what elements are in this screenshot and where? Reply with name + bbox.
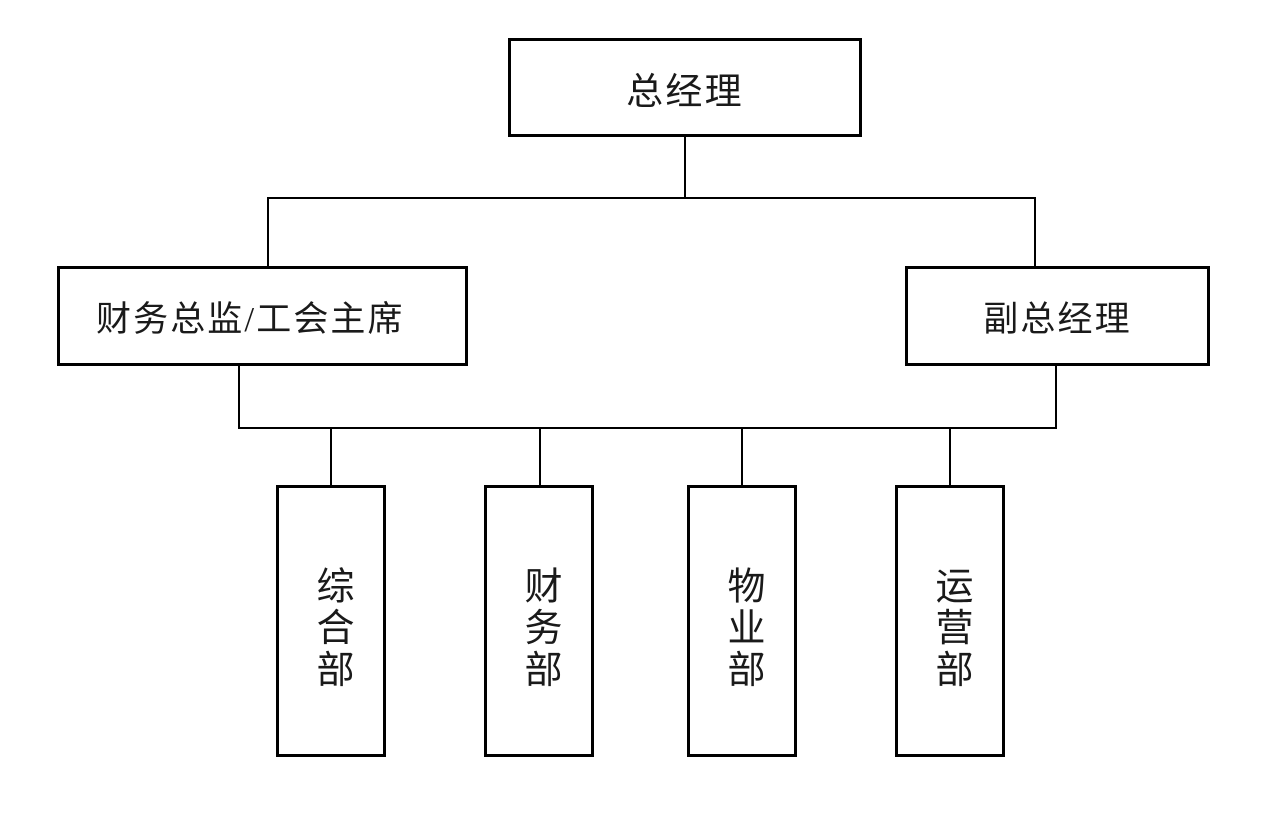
node-label-operations-dept: 运营部 [929, 566, 971, 692]
connector-cfo-down [238, 366, 240, 429]
node-label-finance-dept: 财务部 [518, 566, 560, 692]
connector-drop-cfo [267, 197, 269, 266]
node-deputy-general-manager[interactable]: 副总经理 [905, 266, 1210, 366]
node-operations-dept[interactable]: 运营部 [895, 485, 1005, 757]
connector-level3-bus [238, 427, 1057, 429]
node-general-manager[interactable]: 总经理 [508, 38, 862, 137]
connector-gm-stub [684, 137, 686, 199]
connector-level2-bus [267, 197, 1036, 199]
connector-stub-operations [949, 427, 951, 485]
node-cfo-union-chair[interactable]: 财务总监/工会主席 [57, 266, 468, 366]
node-label-general-affairs-dept: 综合部 [310, 566, 352, 692]
connector-deputy-gm-down [1055, 366, 1057, 429]
node-label-general-manager: 总经理 [626, 71, 744, 113]
connector-stub-finance [539, 427, 541, 485]
node-label-cfo-union-chair: 财务总监/工会主席 [96, 299, 405, 339]
node-property-dept[interactable]: 物业部 [687, 485, 797, 757]
node-general-affairs-dept[interactable]: 综合部 [276, 485, 386, 757]
node-label-deputy-general-manager: 副总经理 [983, 299, 1132, 339]
node-finance-dept[interactable]: 财务部 [484, 485, 594, 757]
connector-drop-deputy-gm [1034, 197, 1036, 266]
connector-stub-general-affairs [330, 427, 332, 485]
node-label-property-dept: 物业部 [721, 566, 763, 692]
connector-stub-property [741, 427, 743, 485]
